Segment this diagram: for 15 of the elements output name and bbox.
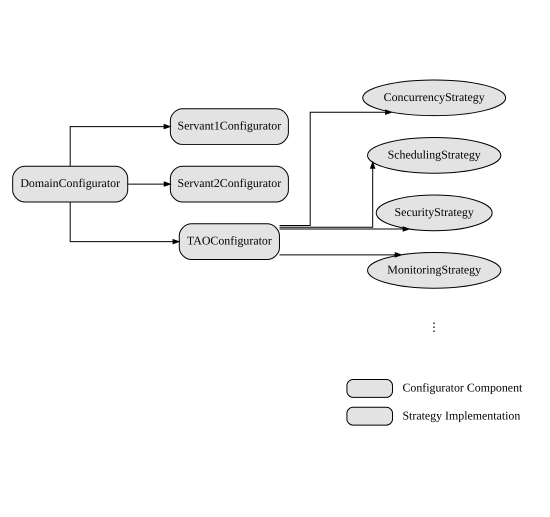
legend-label: Strategy Implementation xyxy=(402,408,520,422)
node-box: DomainConfigurator xyxy=(12,166,128,202)
node-box: TAOConfigurator xyxy=(178,223,280,260)
legend-label: Configurator Component xyxy=(402,380,522,395)
arrow xyxy=(70,202,180,244)
arrow xyxy=(279,109,394,226)
node-ellipse: SchedulingStrategy xyxy=(367,137,502,174)
node-box: Servant2Configurator xyxy=(170,166,289,202)
arrow xyxy=(279,226,411,232)
node-box: Servant1Configurator xyxy=(170,108,289,145)
arrow xyxy=(70,124,172,167)
arrow xyxy=(279,160,376,228)
arrow xyxy=(279,252,403,258)
label: ⋮ xyxy=(428,320,440,334)
arrow xyxy=(128,181,172,187)
